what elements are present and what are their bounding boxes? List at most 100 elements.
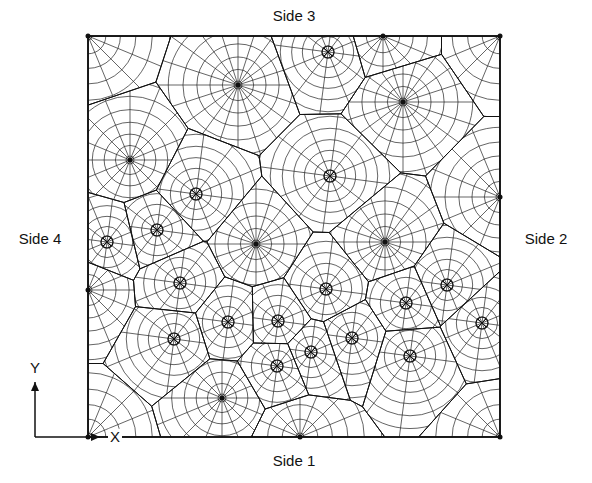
mesh-spoke (328, 24, 396, 52)
mesh-ring (81, 216, 132, 267)
mesh-spoke (130, 98, 192, 160)
mesh-spoke (467, 0, 500, 36)
mesh-spoke (259, 276, 278, 321)
mesh-spoke (383, 0, 384, 36)
mesh-spoke (267, 289, 326, 313)
cell-boundary (88, 364, 161, 438)
mesh-spoke (330, 176, 360, 249)
mesh-cell (255, 0, 401, 125)
mesh-spoke (385, 217, 463, 242)
mesh-ring (190, 188, 202, 200)
node-marker (220, 396, 225, 401)
mesh-ring (326, 312, 377, 363)
mesh-ring (304, 290, 399, 385)
mesh-spoke (57, 290, 88, 364)
node-marker (176, 279, 184, 287)
mesh-spoke (266, 354, 300, 437)
mesh-ring (400, 0, 592, 136)
axis-label: X (108, 429, 122, 446)
node-marker (406, 352, 414, 360)
node-marker (272, 315, 284, 327)
node-marker (307, 348, 315, 356)
mesh-spoke (500, 197, 580, 230)
mesh-spoke (31, 290, 88, 347)
mesh-ring (91, 226, 122, 257)
mesh-ring (290, 253, 363, 326)
mesh-spoke (88, 437, 162, 468)
mesh-spoke (438, 197, 500, 259)
mesh-spoke (500, 164, 580, 197)
mesh-spoke (137, 181, 157, 230)
mesh-ring (295, 336, 326, 367)
y-axis-arrow (34, 382, 36, 437)
mesh-spoke (447, 232, 488, 285)
mesh-spoke (238, 85, 322, 112)
mesh-spoke (61, 207, 107, 242)
mesh-spoke (383, 0, 408, 36)
mesh-cell (88, 253, 260, 425)
mesh-spoke (72, 242, 107, 288)
mesh-spoke (211, 1, 238, 85)
node-marker (441, 279, 453, 291)
mesh-ring (121, 194, 194, 267)
mesh-ring (170, 168, 221, 219)
mesh-spoke (320, 102, 403, 129)
node-marker (478, 319, 486, 327)
node-marker (383, 240, 388, 245)
mesh-spoke (182, 322, 228, 341)
mesh-spoke (180, 262, 231, 283)
mesh-spoke (238, 0, 239, 85)
mesh-spoke (88, 0, 150, 36)
node-marker (324, 170, 336, 182)
mesh-ring (101, 266, 246, 411)
node-marker (101, 236, 113, 248)
mesh-spoke (394, 244, 447, 285)
node-marker (273, 362, 281, 370)
node-marker (326, 172, 334, 180)
mesh-spoke (88, 233, 145, 290)
mesh-ring (304, 150, 355, 201)
mesh-spoke (383, 11, 444, 36)
node-marker (222, 316, 234, 328)
mesh-ring (200, 337, 400, 483)
mesh-cell (37, 67, 223, 253)
mesh-spoke (500, 437, 561, 483)
mesh-spoke (233, 321, 278, 340)
mesh-ring (271, 360, 283, 372)
mesh-spoke (50, 160, 130, 193)
mesh-spoke (420, 3, 500, 36)
mesh-spoke (385, 285, 447, 311)
mesh-ring (292, 16, 365, 89)
mesh-spoke (146, 283, 180, 327)
mesh-spoke (256, 244, 299, 303)
node-marker (151, 224, 163, 236)
mesh-ring (282, 128, 377, 223)
mesh-spoke (14, 406, 88, 437)
mesh-ring (441, 279, 453, 291)
mesh-ring (164, 267, 195, 298)
mesh-ring (241, 330, 314, 403)
mesh-spoke (130, 160, 217, 161)
mesh-spoke (238, 14, 290, 85)
mesh-spoke (438, 36, 500, 98)
cell-boundary (426, 117, 501, 258)
mesh-cell (183, 171, 329, 317)
mesh-spoke (125, 339, 174, 402)
mesh-spoke (330, 113, 378, 176)
mesh-spoke (88, 36, 150, 98)
node-marker (402, 299, 410, 307)
mesh-ring (316, 302, 389, 375)
mesh-spoke (441, 323, 482, 377)
mesh-spoke (14, 437, 88, 468)
mesh-ring (324, 170, 336, 182)
mesh-spoke (307, 217, 385, 242)
node-marker (348, 334, 356, 342)
mesh-ring (394, 340, 425, 371)
mesh-spoke (385, 175, 433, 242)
mesh-spoke (54, 36, 88, 117)
mesh-ring (131, 204, 182, 255)
mesh-ring (384, 330, 435, 381)
mesh-spoke (57, 216, 88, 290)
cell-boundary (251, 395, 384, 437)
mesh-spoke (174, 308, 248, 339)
